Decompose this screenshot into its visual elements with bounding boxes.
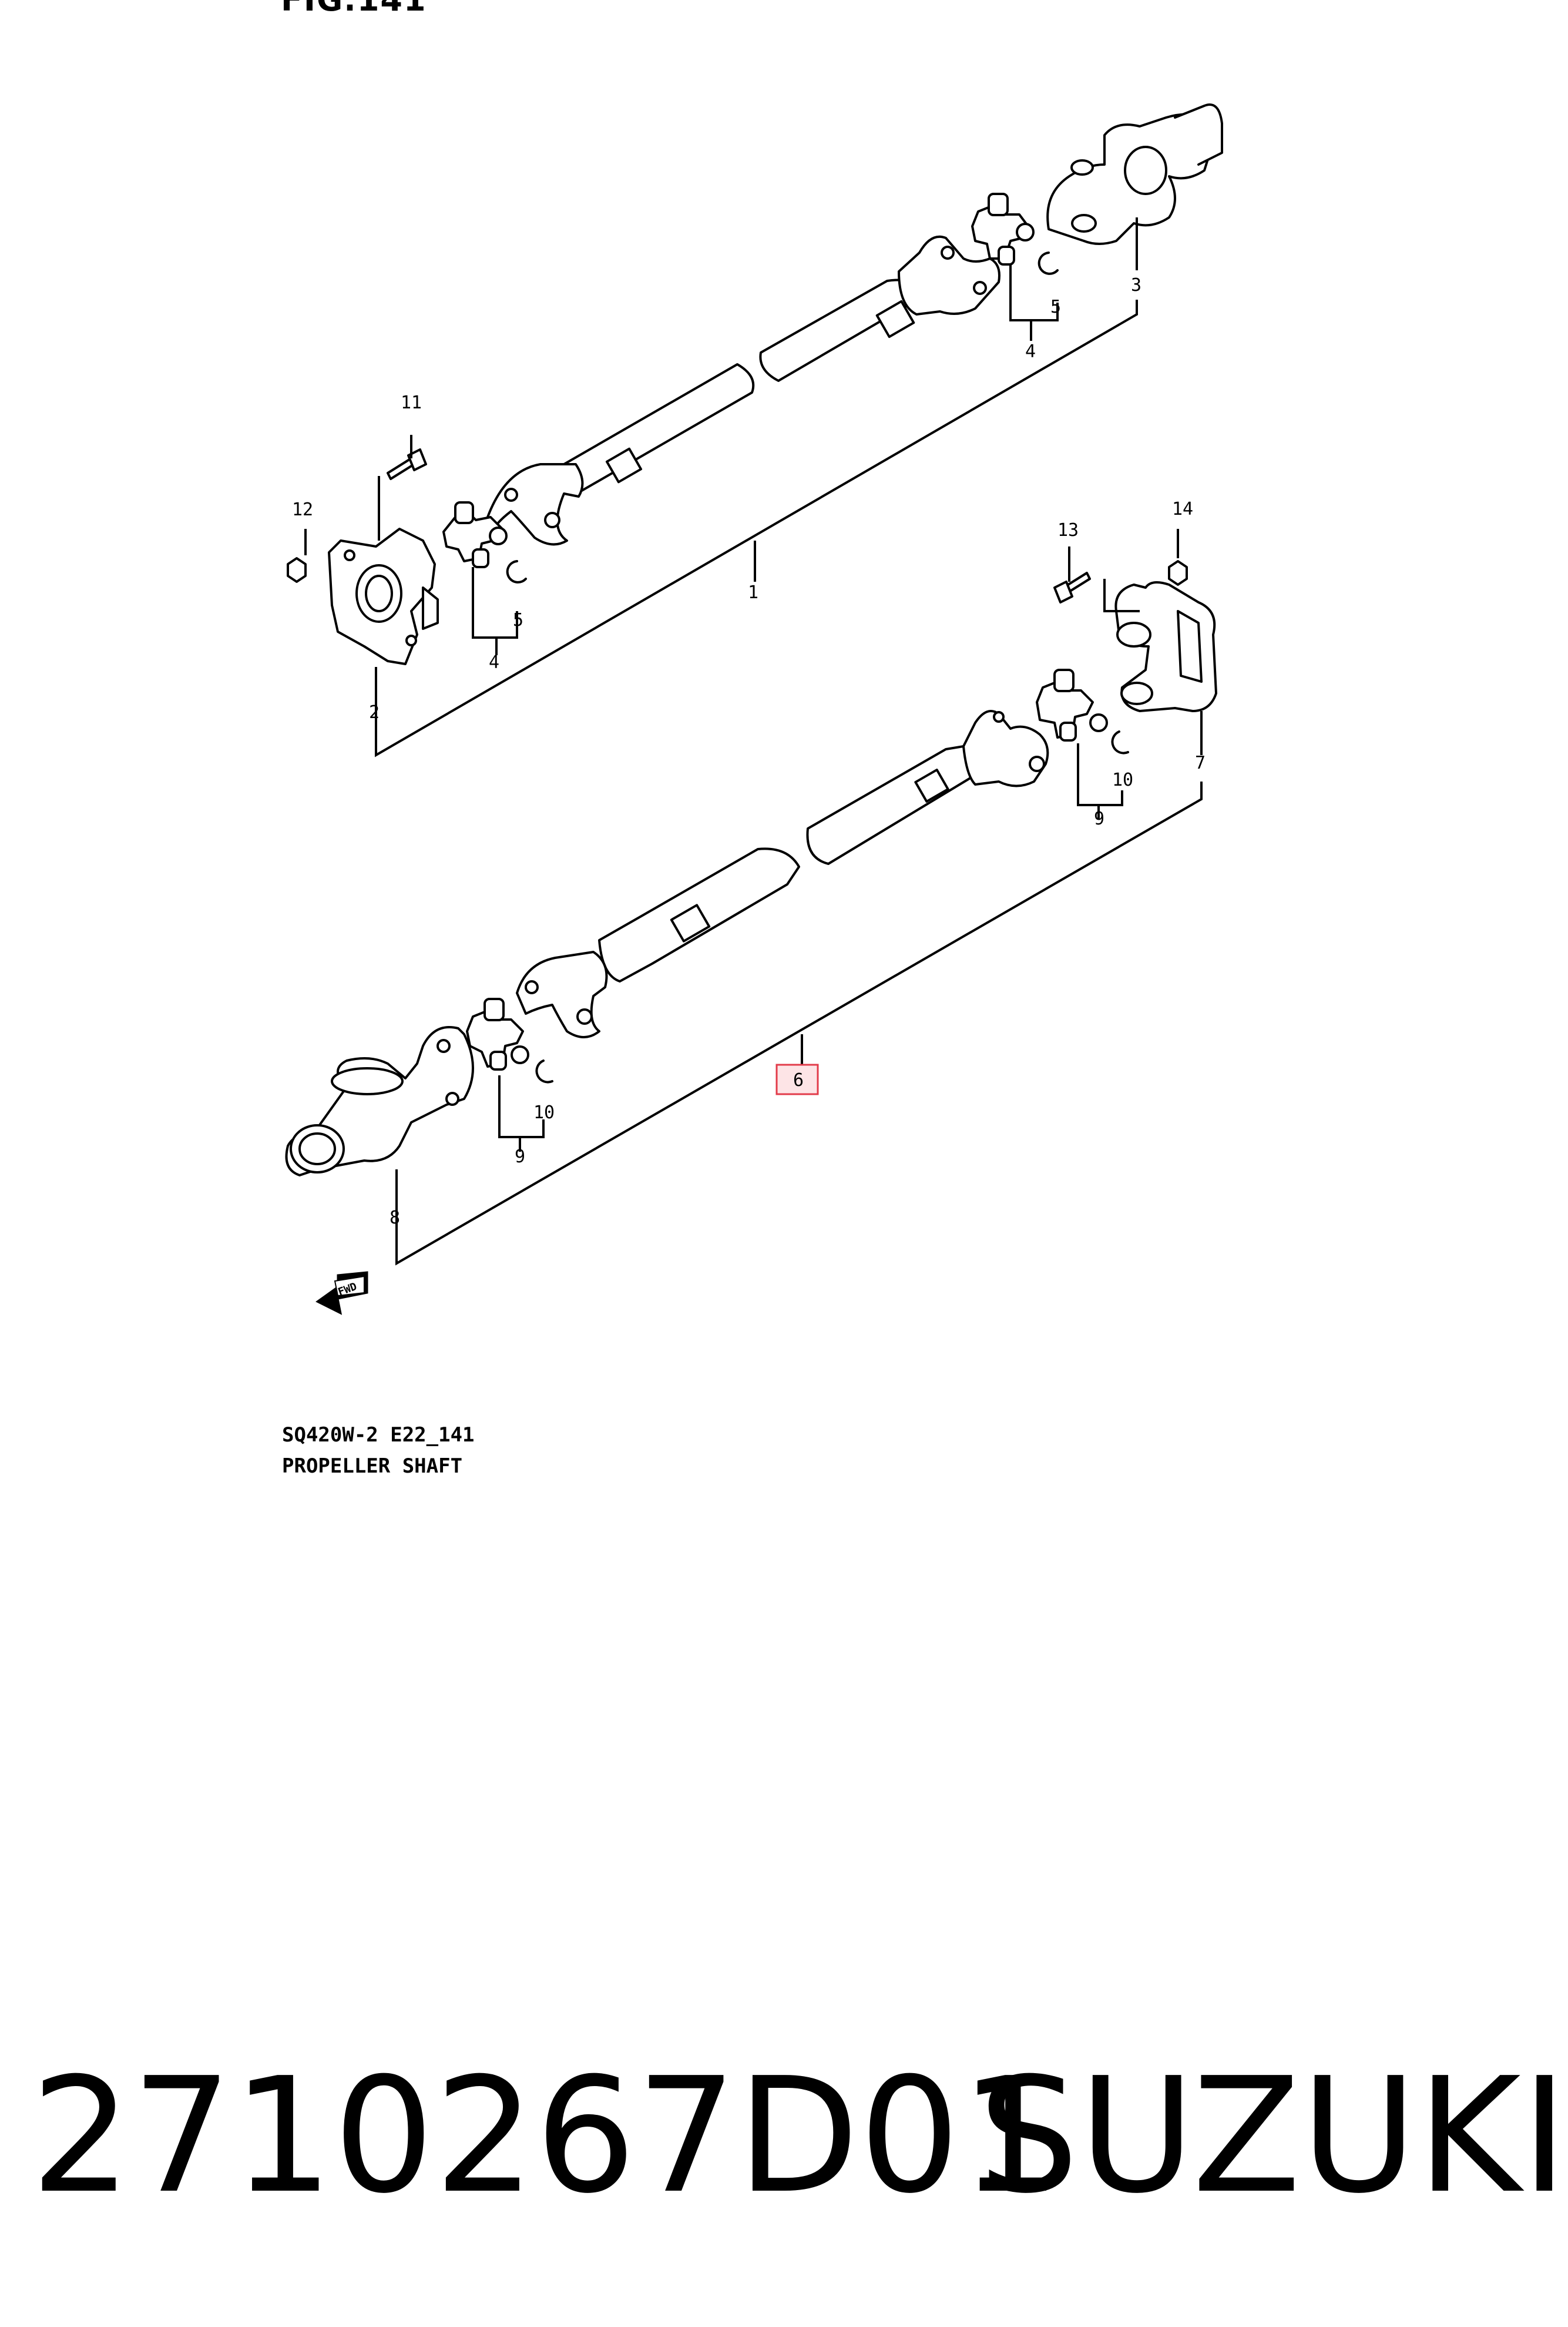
callout-8: 8 (390, 1208, 400, 1228)
upper-shaft-tube-front (561, 363, 755, 494)
lower-shaft-assembly (285, 560, 1217, 1176)
bolt (387, 448, 427, 480)
lock-nut (1168, 560, 1188, 586)
upper-shaft-assembly (287, 103, 1223, 665)
callout-5: 5 (1050, 297, 1061, 317)
lower-rear-shaft-yoke (962, 710, 1049, 787)
balance-weight (605, 447, 643, 484)
callout-9: 9 (1094, 809, 1104, 829)
callout-14: 14 (1172, 499, 1193, 519)
callout-4: 4 (1025, 341, 1036, 362)
callout-1: 1 (748, 582, 758, 603)
lower-front-shaft-yoke (516, 951, 608, 1038)
callout-12: 12 (292, 499, 313, 520)
snap-ring (506, 560, 527, 584)
snap-ring (535, 1059, 553, 1084)
propeller-shaft-diagram: FWD 1 2 3 4 4 5 5 6 7 8 9 9 10 10 11 12 … (285, 103, 1223, 1315)
lock-nut (287, 557, 307, 583)
upper-rear-shaft-yoke (898, 235, 1000, 316)
callout-2: 2 (369, 702, 380, 723)
callout-13: 13 (1057, 520, 1079, 541)
figure-name: PROPELLER SHAFT (282, 1454, 463, 1478)
brand-name: SUZUKI (978, 2043, 1568, 2228)
balance-weight (670, 904, 711, 943)
fwd-arrow-icon: FWD (315, 1271, 368, 1315)
snap-ring (1111, 730, 1129, 755)
callout-7: 7 (1195, 753, 1206, 773)
figure-title: FIG.141 (281, 0, 427, 18)
highlight-box (775, 1064, 819, 1095)
lower-shaft-tube-rear (806, 745, 988, 865)
figure-code: SQ420W-2 E22_141 (282, 1423, 475, 1447)
upper-front-shaft-yoke (486, 463, 584, 546)
callout-6: 6 (793, 1070, 804, 1091)
callout-10: 10 (1112, 770, 1133, 790)
callout-9: 9 (515, 1146, 525, 1167)
callout-10: 10 (533, 1102, 555, 1123)
callout-3: 3 (1131, 275, 1141, 296)
part-number: 2710267D01 (31, 2043, 1061, 2228)
balance-weight (875, 300, 915, 338)
callout-5: 5 (513, 610, 523, 631)
callout-4: 4 (489, 652, 499, 673)
balance-weight (914, 769, 949, 803)
snap-ring (1038, 252, 1059, 275)
bolt (1053, 572, 1091, 603)
callout-11: 11 (401, 393, 422, 413)
